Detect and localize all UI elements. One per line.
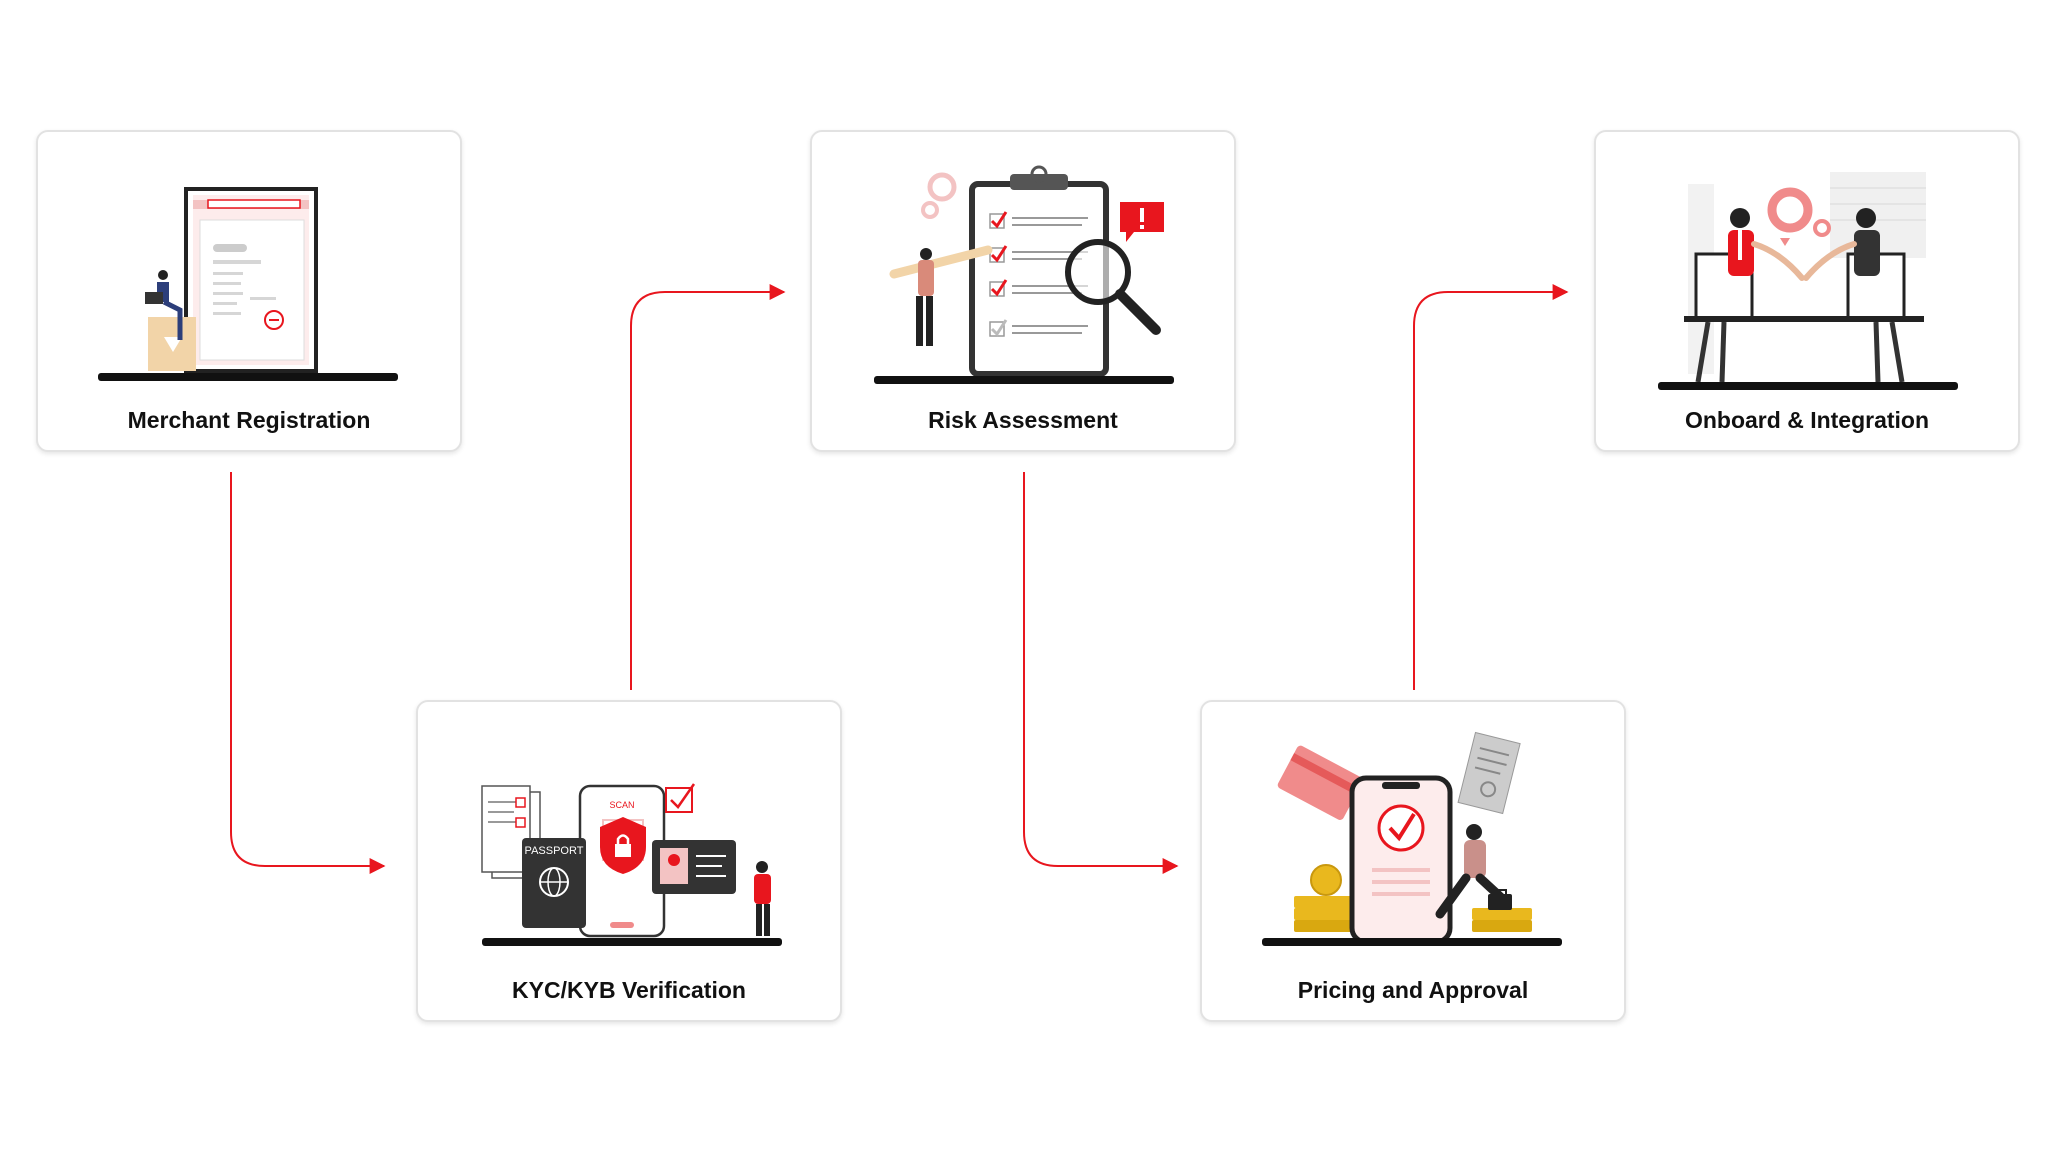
step-label: Pricing and Approval <box>1297 977 1529 1003</box>
person-head <box>756 861 768 873</box>
lock-icon <box>615 844 631 857</box>
gear-icon <box>1813 219 1831 237</box>
person-head <box>1856 208 1876 228</box>
kyc-kyb-illustration: SCAN PASSPORT <box>481 783 782 946</box>
gear-icon <box>921 201 939 219</box>
connector-kyc-to-risk <box>630 284 786 690</box>
risk-assessment-illustration <box>874 165 1174 384</box>
ground-line <box>1658 382 1958 390</box>
passport-label: PASSPORT <box>525 845 584 857</box>
step-card-merchant-registration: Merchant Registration <box>36 130 462 452</box>
gear-icon <box>1767 187 1813 233</box>
step-card-kyc-kyb-verification: SCAN PASSPORT KYC/KYB Verification <box>416 700 842 1022</box>
pricing-approval-illustration <box>1262 731 1562 946</box>
handshake-icon <box>1751 241 1857 281</box>
merchant-registration-illustration <box>98 187 398 381</box>
person-head <box>1466 824 1482 840</box>
person-head <box>920 248 932 260</box>
phone-frame <box>1349 775 1453 945</box>
ground-line <box>482 938 782 946</box>
ground-line <box>874 376 1174 384</box>
step-card-pricing-and-approval: Pricing and Approval <box>1200 700 1626 1022</box>
magnifier-icon <box>1065 239 1131 305</box>
person-head <box>1730 208 1750 228</box>
remove-icon <box>264 310 284 330</box>
connector-pricing-to-onboard <box>1413 284 1569 690</box>
step-label: Risk Assessment <box>928 407 1118 433</box>
connector-risk-to-pricing <box>1023 472 1179 874</box>
connector-registration-to-kyc <box>230 472 386 874</box>
desk-top <box>1684 316 1924 322</box>
step-label: Onboard & Integration <box>1684 407 1930 433</box>
coin-icon <box>1310 864 1342 896</box>
onboard-integration-illustration <box>1658 172 1958 390</box>
check-circle-icon <box>1377 804 1425 852</box>
step-label: KYC/KYB Verification <box>512 977 746 1003</box>
passport-icon <box>522 838 586 928</box>
gear-icon <box>927 172 957 202</box>
step-label: Merchant Registration <box>127 407 371 433</box>
ground-line <box>98 373 398 381</box>
briefcase-icon <box>1488 894 1512 910</box>
scan-label: SCAN <box>609 800 634 810</box>
receipt-icon <box>1457 731 1521 815</box>
pencil-icon <box>889 245 993 279</box>
step-card-onboard-and-integration: Onboard & Integration <box>1594 130 2020 452</box>
step-card-risk-assessment: Risk Assessment <box>810 130 1236 452</box>
ground-line <box>1262 938 1562 946</box>
document-front <box>481 785 531 873</box>
person-head <box>158 270 168 280</box>
